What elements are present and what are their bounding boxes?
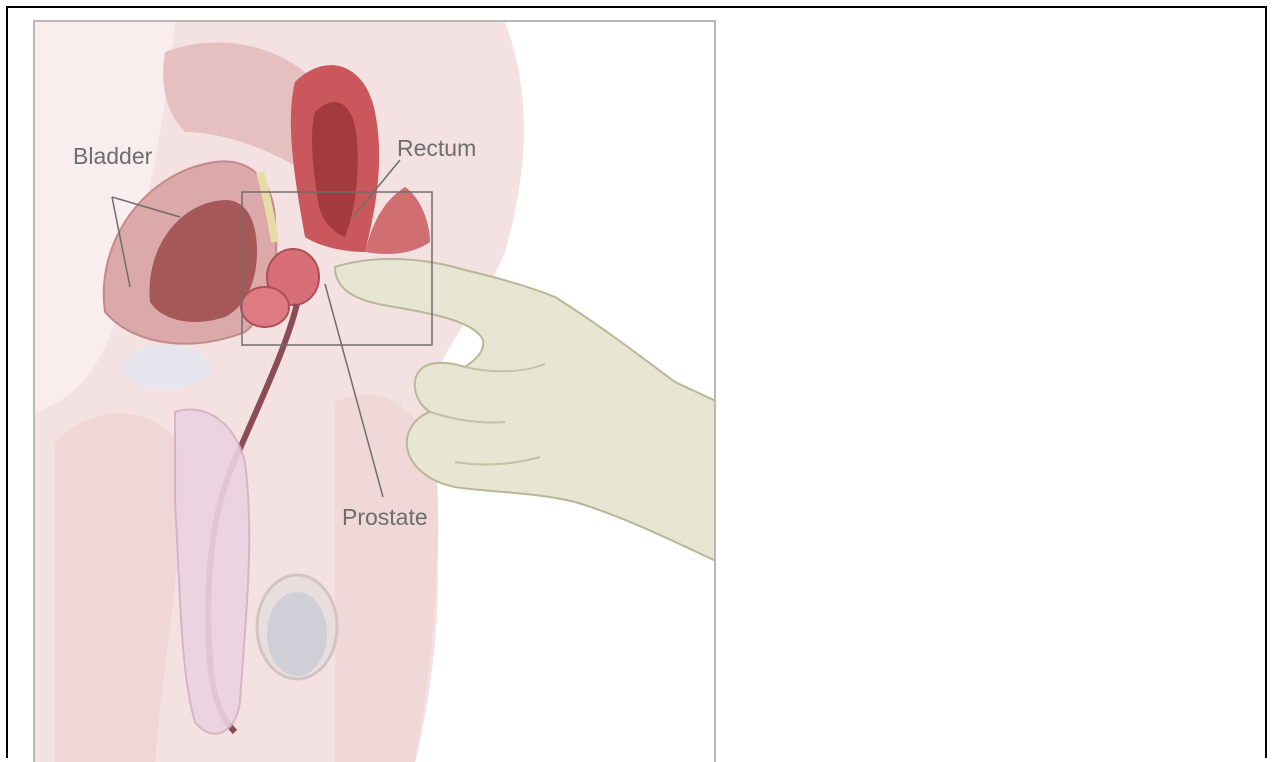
pubic-bone <box>120 345 210 389</box>
anatomy-illustration: Bladder Rectum Prostate <box>33 20 716 762</box>
rectum-label: Rectum <box>397 135 476 161</box>
seminal-vesicle <box>241 287 289 327</box>
anatomy-svg: Bladder Rectum Prostate <box>35 22 716 762</box>
testis <box>267 592 327 676</box>
prostate-label: Prostate <box>342 504 428 530</box>
bladder-label: Bladder <box>73 143 153 169</box>
